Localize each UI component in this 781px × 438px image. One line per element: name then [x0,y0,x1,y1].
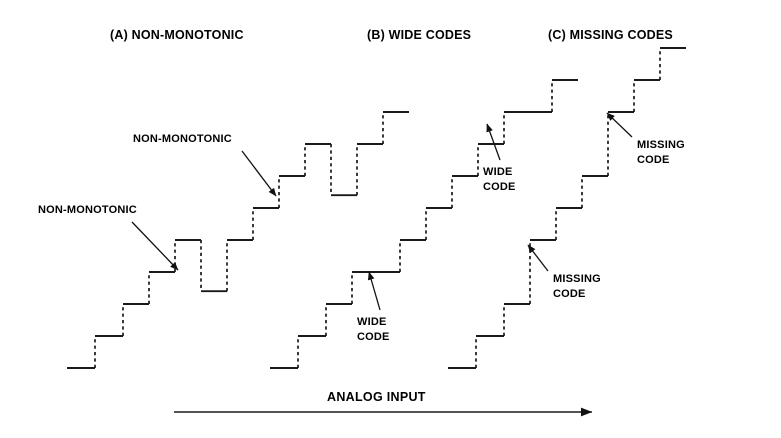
callout-wide-code-upper-label-line: CODE [483,180,516,193]
staircase-b [270,79,578,369]
callout-wide-code-upper-label-line: WIDE [483,166,513,178]
panel-title-missing-code: (C) MISSING CODES [548,28,673,42]
callout-missing-code-upper-arrow [606,112,633,138]
staircase-c [448,47,686,369]
callout-wide-code-lower-arrow [367,271,381,311]
callout-non-monotonic-lower-label: NON-MONOTONIC [38,203,137,218]
callout-missing-code-lower-label-line: MISSING [553,273,601,285]
callout-wide-code-upper-label: WIDE CODE [483,165,516,194]
panel-title-non-monotonic-line: (A) NON-MONOTONIC [110,28,244,42]
analog-input-axis-label-line: ANALOG INPUT [327,390,426,404]
callout-non-monotonic-upper-arrow [241,150,277,197]
analog-input-axis-label: ANALOG INPUT [327,390,426,404]
panel-title-missing-code-line: (C) MISSING CODES [548,28,673,42]
callout-missing-code-lower-label-line: CODE [553,287,586,300]
callout-missing-code-upper-label: MISSING CODE [637,138,685,167]
callout-non-monotonic-upper-label-line: NON-MONOTONIC [133,133,232,145]
callout-non-monotonic-lower-arrow [131,221,179,271]
callout-missing-code-lower-arrow [527,244,549,272]
callout-missing-code-upper-label-line: MISSING [637,139,685,151]
callout-missing-code-upper-label-line: CODE [637,153,670,166]
staircase-group [67,47,686,369]
panel-title-wide-code: (B) WIDE CODES [367,28,471,42]
staircase-a [67,111,409,369]
callout-non-monotonic-lower-label-line: NON-MONOTONIC [38,204,137,216]
callout-missing-code-lower-label: MISSING CODE [553,272,601,301]
callout-non-monotonic-upper-label: NON-MONOTONIC [133,132,232,147]
callout-wide-code-lower-label: WIDE CODE [357,315,390,344]
panel-title-non-monotonic: (A) NON-MONOTONIC [110,28,244,42]
callout-arrow-group [131,112,633,311]
panel-title-wide-code-line: (B) WIDE CODES [367,28,472,42]
callout-wide-code-lower-label-line: CODE [357,330,390,343]
callout-wide-code-upper-arrow [486,123,501,161]
callout-wide-code-lower-label-line: WIDE [357,316,387,328]
